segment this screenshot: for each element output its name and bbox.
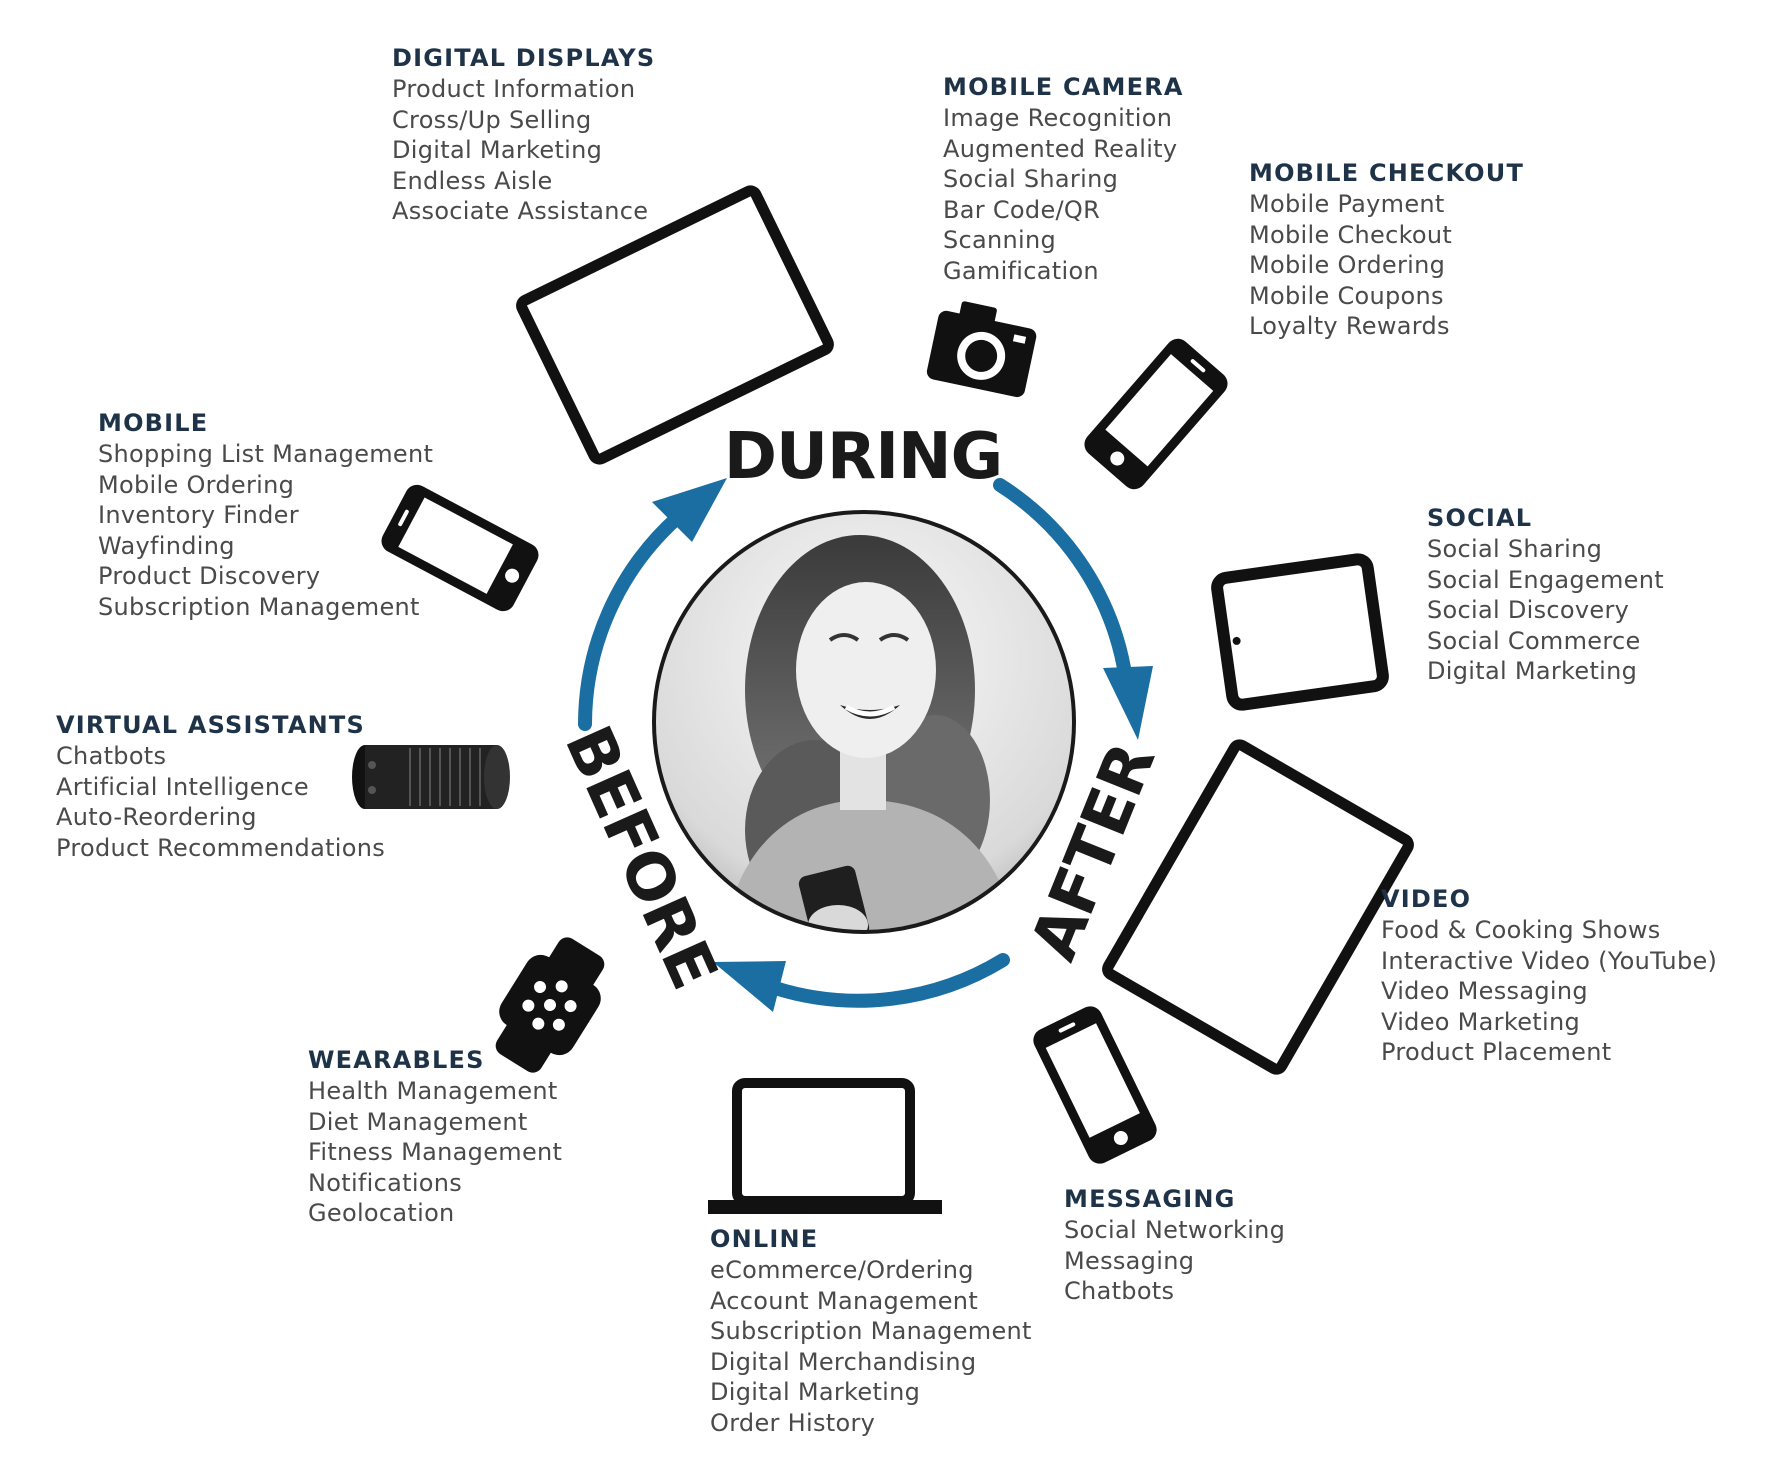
smartwatch-icon [495,937,605,1073]
group-title: MESSAGING [1064,1185,1236,1213]
cycle-arrows [578,478,1153,1012]
list-item: Gamification [943,256,1099,285]
list-item: Artificial Intelligence [56,772,309,801]
group-mobile-checkout: MOBILE CHECKOUT Mobile Payment Mobile Ch… [1249,158,1524,342]
list-item: Social Sharing [943,165,1119,194]
list-item: Product Placement [1381,1038,1612,1067]
list-item: Product Information [392,75,636,103]
list-item: Video Marketing [1381,1007,1580,1036]
arrow-during-to-after [993,478,1153,740]
tablet-large-icon [1102,739,1414,1075]
phase-label-during: DURING [724,420,1002,494]
group-messaging: MESSAGING Social Networking Messaging Ch… [1064,1184,1285,1307]
list-item: Auto-Reordering [56,803,257,832]
list-item: Diet Management [308,1107,528,1136]
list-item: Scanning [943,226,1057,255]
smartphone-icon [1033,1006,1157,1164]
list-item: Social Discovery [1427,596,1630,625]
item-list: Health Management Diet Management Fitnes… [308,1076,562,1229]
smart-speaker-icon [352,745,510,809]
list-item: Digital Merchandising [710,1347,977,1376]
list-item: Image Recognition [943,104,1173,132]
list-item: Chatbots [1064,1277,1175,1306]
list-item: eCommerce/Ordering [710,1256,974,1284]
group-mobile-camera: MOBILE CAMERA Image Recognition Augmente… [943,72,1184,287]
smartphone-icon [1084,338,1228,490]
list-item: Augmented Reality [943,134,1178,163]
group-virtual-assistants: VIRTUAL ASSISTANTS Chatbots Artificial I… [56,710,385,863]
smartphone-icon [381,484,539,612]
item-list: Shopping List Management Mobile Ordering… [98,439,433,623]
center-photo [652,510,1076,934]
tablet-landscape-icon [516,185,834,465]
list-item: Mobile Ordering [1249,251,1446,280]
list-item: Endless Aisle [392,166,553,195]
list-item: Digital Marketing [1427,657,1638,686]
item-list: Image Recognition Augmented Reality Soci… [943,103,1184,287]
list-item: Health Management [308,1077,558,1105]
item-list: Product Information Cross/Up Selling Dig… [392,74,655,227]
arrow-before-to-during [578,478,727,731]
list-item: Subscription Management [98,592,420,621]
laptop-icon [708,1078,942,1214]
item-list: Food & Cooking Shows Interactive Video (… [1381,915,1717,1068]
group-title: MOBILE [98,409,209,437]
list-item: Subscription Management [710,1317,1032,1346]
list-item: Mobile Payment [1249,190,1445,218]
group-title: WEARABLES [308,1046,485,1074]
group-mobile: MOBILE Shopping List Management Mobile O… [98,408,433,623]
group-title: MOBILE CAMERA [943,73,1184,101]
list-item: Account Management [710,1286,979,1315]
item-list: Chatbots Artificial Intelligence Auto-Re… [56,741,385,863]
list-item: Product Discovery [98,562,321,591]
list-item: Inventory Finder [98,501,299,530]
list-item: Messaging [1064,1246,1195,1275]
list-item: Notifications [308,1168,463,1197]
group-wearables: WEARABLES Health Management Diet Managem… [308,1045,562,1229]
camera-icon [926,301,1037,398]
list-item: Digital Marketing [710,1378,921,1407]
group-title: ONLINE [710,1225,819,1253]
list-item: Wayfinding [98,531,235,560]
list-item: Loyalty Rewards [1249,312,1450,341]
list-item: Shopping List Management [98,440,434,468]
item-list: Mobile Payment Mobile Checkout Mobile Or… [1249,189,1524,342]
list-item: Video Messaging [1381,977,1588,1006]
group-title: DIGITAL DISPLAYS [392,44,656,72]
list-item: Social Sharing [1427,535,1603,563]
list-item: Fitness Management [308,1138,563,1167]
list-item: Bar Code/QR [943,195,1101,224]
list-item: Social Networking [1064,1216,1286,1244]
group-digital-displays: DIGITAL DISPLAYS Product Information Cro… [392,43,655,227]
group-title: SOCIAL [1427,504,1533,532]
list-item: Geolocation [308,1199,455,1228]
list-item: Food & Cooking Shows [1381,916,1661,944]
list-item: Chatbots [56,742,167,770]
list-item: Social Commerce [1427,626,1641,655]
group-video: VIDEO Food & Cooking Shows Interactive V… [1381,884,1717,1068]
list-item: Associate Assistance [392,197,649,226]
item-list: Social Networking Messaging Chatbots [1064,1215,1285,1307]
group-title: VIRTUAL ASSISTANTS [56,711,365,739]
list-item: Mobile Ordering [98,470,295,499]
group-title: VIDEO [1381,885,1472,913]
group-social: SOCIAL Social Sharing Social Engagement … [1427,503,1664,687]
list-item: Mobile Coupons [1249,281,1444,310]
group-title: MOBILE CHECKOUT [1249,159,1525,187]
list-item: Digital Marketing [392,136,603,165]
list-item: Interactive Video (YouTube) [1381,946,1718,975]
list-item: Cross/Up Selling [392,105,592,134]
item-list: eCommerce/Ordering Account Management Su… [710,1255,1032,1439]
list-item: Mobile Checkout [1249,220,1453,249]
list-item: Order History [710,1408,876,1437]
list-item: Social Engagement [1427,565,1664,594]
arrow-after-to-before [713,953,1010,1012]
list-item: Product Recommendations [56,833,386,862]
item-list: Social Sharing Social Engagement Social … [1427,534,1664,687]
tablet-portrait-icon [1211,553,1389,711]
group-online: ONLINE eCommerce/Ordering Account Manage… [710,1224,1032,1439]
